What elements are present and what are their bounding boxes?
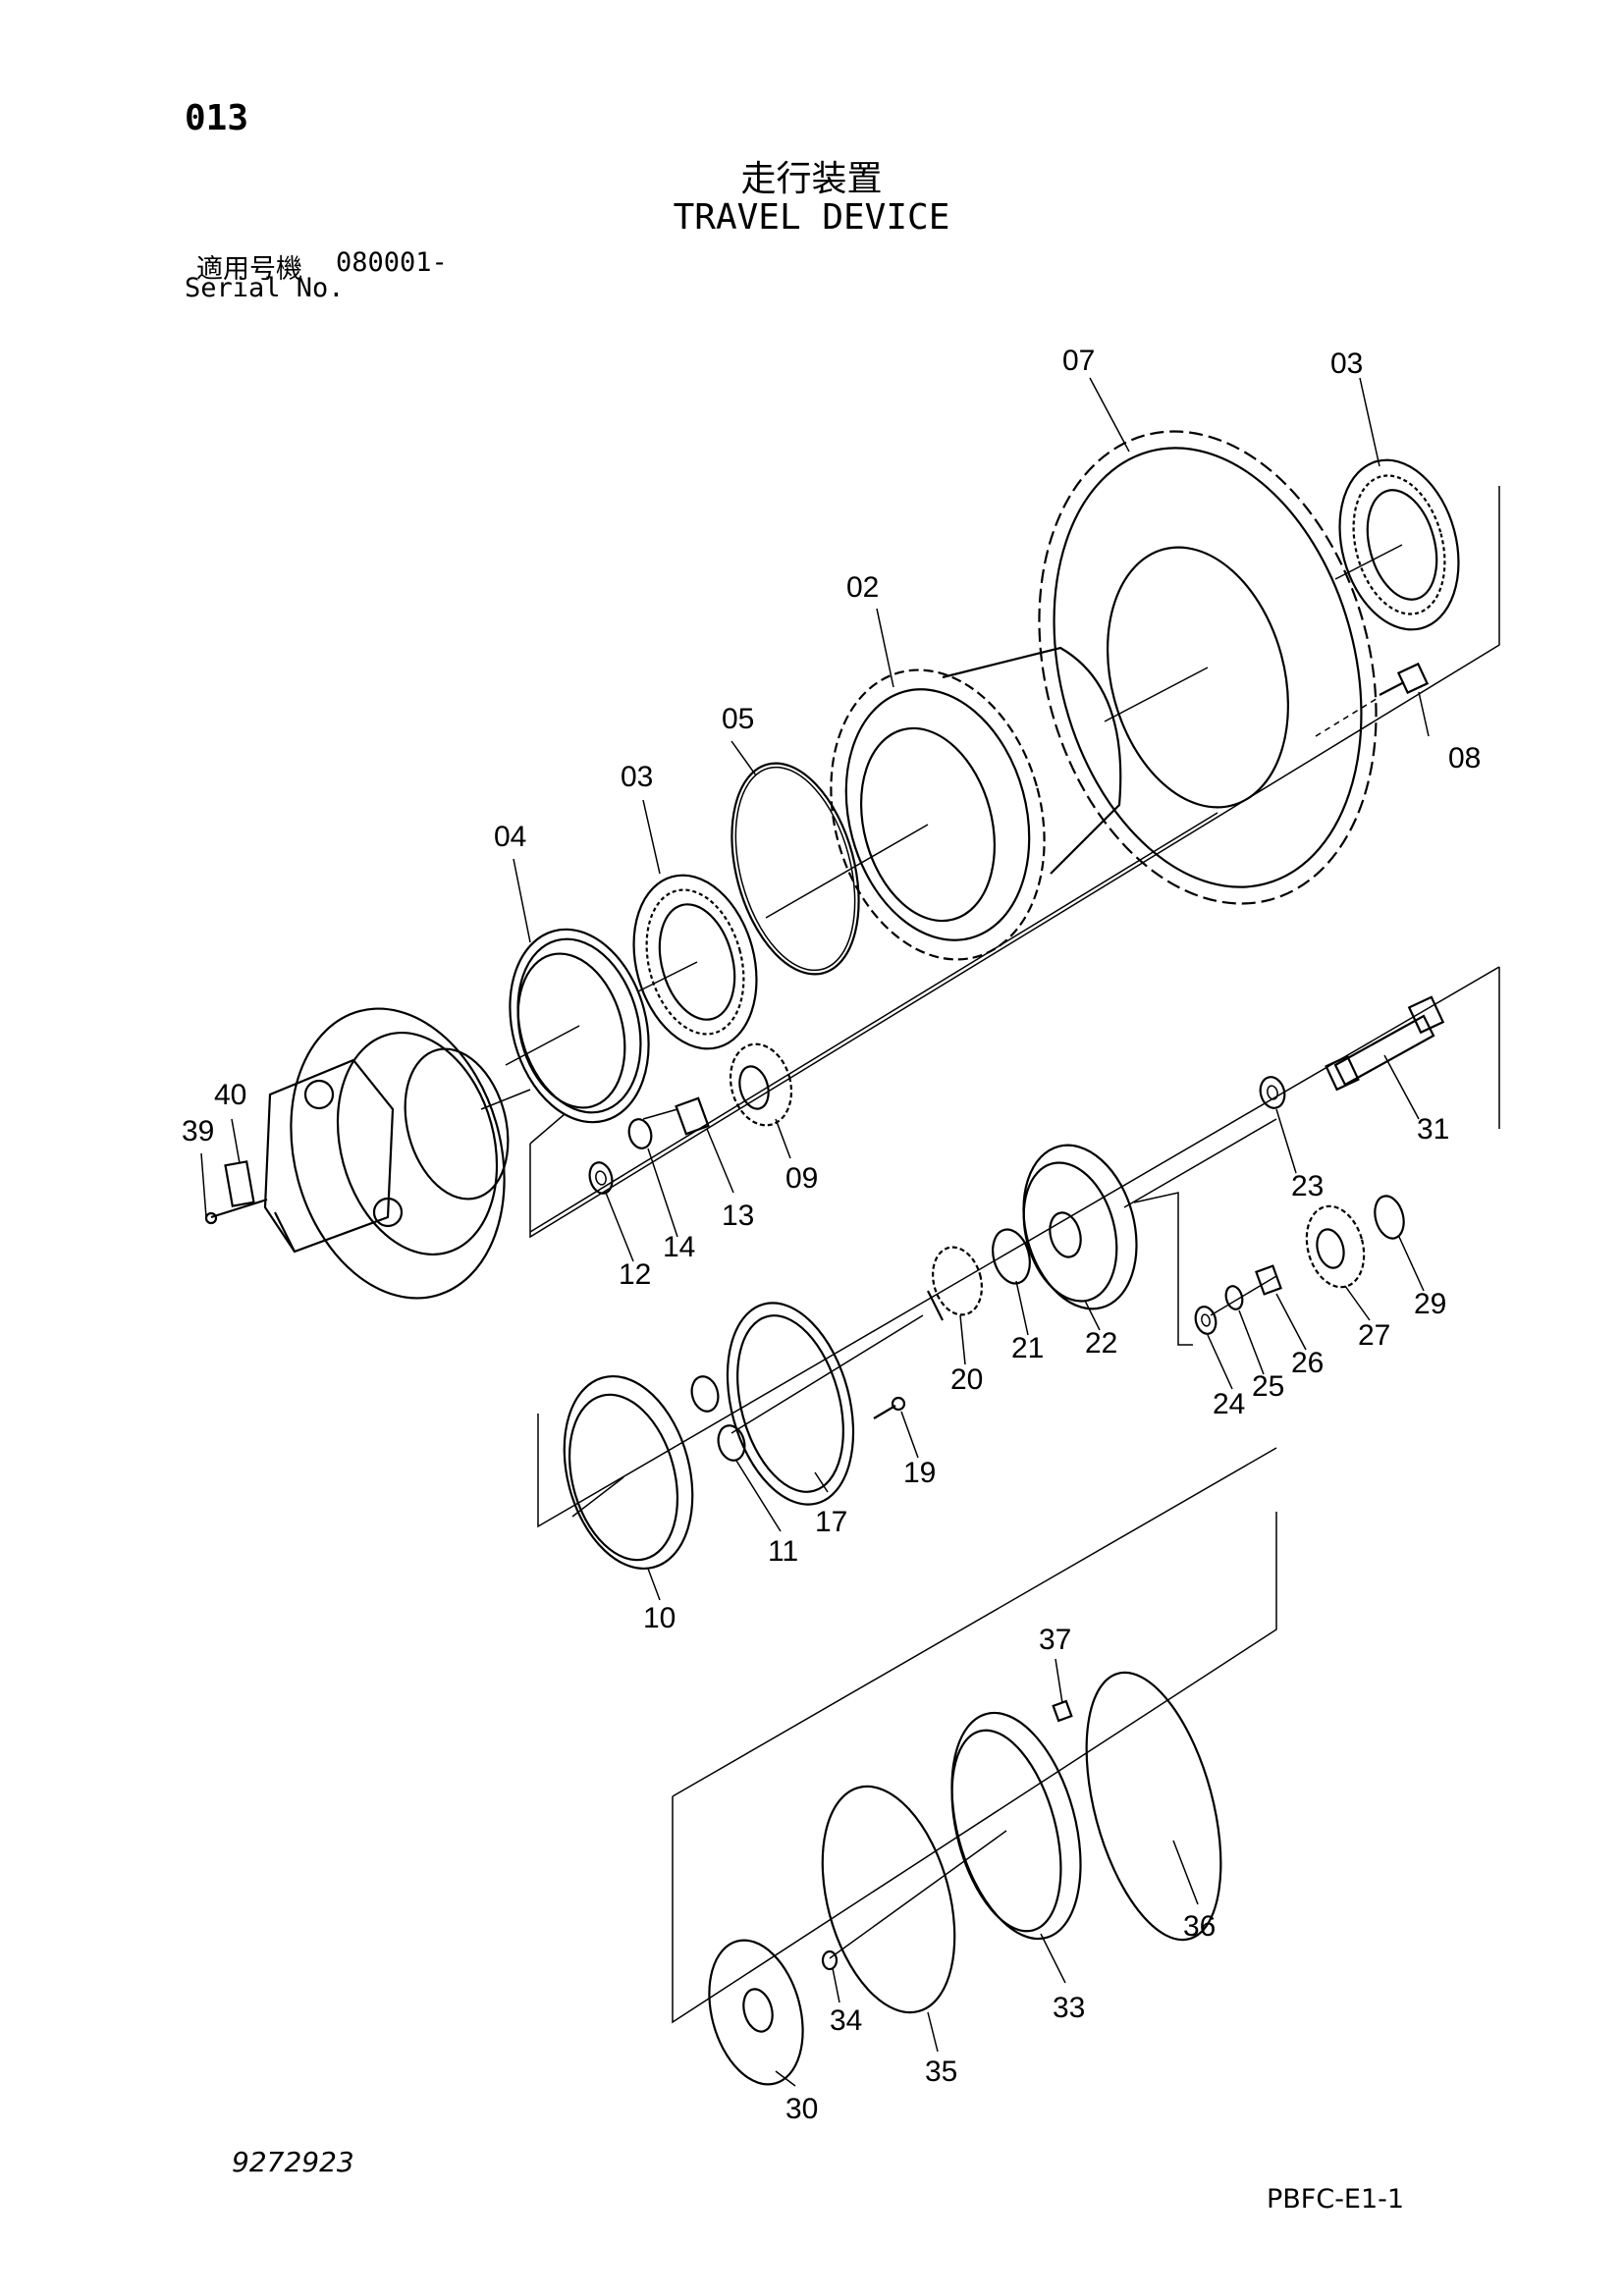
group-frames (529, 486, 1500, 2024)
part-label-24: 24 (1213, 1388, 1245, 1420)
part-07-sprocket (1038, 430, 1378, 905)
part-17-ring-gear (726, 1302, 924, 1506)
part-35-o-ring (821, 1785, 956, 2014)
part-label-13: 13 (722, 1200, 754, 1232)
travel-motor-assembly (263, 1007, 531, 1300)
part-09-gear (729, 1042, 793, 1127)
part-label-09: 09 (785, 1162, 818, 1195)
part-34-plug (821, 1949, 839, 1971)
part-label-21: 21 (1011, 1332, 1044, 1364)
part-24-thrust-washer (1194, 1275, 1277, 1335)
part-19-bolt (873, 1396, 906, 1419)
part-label-03-lower: 03 (621, 761, 653, 793)
part-label-37: 37 (1039, 1624, 1071, 1656)
part-label-22: 22 (1085, 1327, 1117, 1360)
part-02-hub (765, 646, 1122, 961)
part-label-04: 04 (494, 821, 526, 853)
part-23-thrust-washer (1259, 1076, 1286, 1109)
part-22-carrier (1022, 1118, 1277, 1346)
part-04-floating-seal (505, 928, 650, 1124)
part-31-shaft (1325, 995, 1445, 1092)
part-25-spacer (1224, 1285, 1244, 1310)
page-number: 013 (185, 98, 249, 138)
part-label-05: 05 (722, 703, 754, 735)
part-label-33: 33 (1053, 1992, 1085, 2024)
part-label-34: 34 (830, 2004, 862, 2037)
part-29-retaining-ring (1374, 1195, 1405, 1240)
part-label-26: 26 (1291, 1347, 1324, 1379)
part-label-25: 25 (1252, 1370, 1284, 1403)
part-label-35: 35 (925, 2056, 957, 2088)
part-label-40: 40 (214, 1079, 246, 1111)
part-labels: 07 03 02 08 05 03 04 31 40 39 09 23 13 1… (182, 345, 1481, 2125)
part-20-sun-gear (927, 1246, 983, 1321)
part-05-o-ring (730, 762, 860, 976)
part-label-03-upper: 03 (1330, 347, 1363, 380)
drawing-number: 9272923 (232, 2146, 354, 2178)
title-japanese: 走行装置 (740, 159, 883, 199)
part-03-bearing-lower (632, 874, 758, 1050)
part-11-thrust-washer (690, 1375, 746, 1462)
part-label-02: 02 (846, 571, 879, 604)
part-33-cover (829, 1711, 1082, 1959)
part-label-10: 10 (643, 1602, 676, 1634)
serial-value: 080001- (336, 247, 448, 278)
part-40-plate (224, 1160, 255, 1207)
page-code: PBFC-E1-1 (1267, 2184, 1405, 2215)
part-08-bolt (1315, 662, 1430, 737)
serial-label-japanese: 適用号機 (196, 254, 302, 285)
part-37-plug (1052, 1699, 1073, 1723)
part-30-plate (708, 1939, 804, 2086)
part-26-needle-bearing (1255, 1264, 1282, 1296)
part-label-36: 36 (1183, 1910, 1216, 1943)
part-12-thrust-washer (588, 1161, 614, 1195)
part-label-23: 23 (1291, 1170, 1324, 1202)
part-label-29: 29 (1414, 1288, 1446, 1320)
part-label-14: 14 (663, 1231, 695, 1263)
part-10-thrust-plate (563, 1374, 694, 1571)
part-label-30: 30 (785, 2093, 818, 2125)
part-14-spacer (627, 1108, 678, 1149)
part-36-o-ring (1085, 1671, 1222, 1942)
part-label-27: 27 (1358, 1319, 1390, 1352)
part-label-20: 20 (950, 1363, 983, 1396)
part-label-12: 12 (619, 1258, 651, 1291)
part-label-07: 07 (1062, 345, 1095, 377)
part-21-retaining-ring (992, 1228, 1031, 1285)
serial-label-english: Serial No. (185, 273, 345, 303)
part-label-17: 17 (815, 1506, 847, 1538)
leader-lines (200, 377, 1430, 2087)
part-label-39: 39 (182, 1115, 214, 1148)
part-03-bearing-upper (1334, 458, 1460, 631)
part-label-31: 31 (1417, 1113, 1449, 1146)
part-39-screw (204, 1198, 268, 1225)
part-13-needle-bearing (675, 1096, 710, 1136)
part-27-planet-gear (1305, 1204, 1366, 1289)
title-english: TRAVEL DEVICE (673, 197, 950, 238)
part-label-11: 11 (768, 1535, 798, 1568)
part-label-19: 19 (903, 1457, 936, 1489)
part-label-08: 08 (1448, 742, 1481, 774)
